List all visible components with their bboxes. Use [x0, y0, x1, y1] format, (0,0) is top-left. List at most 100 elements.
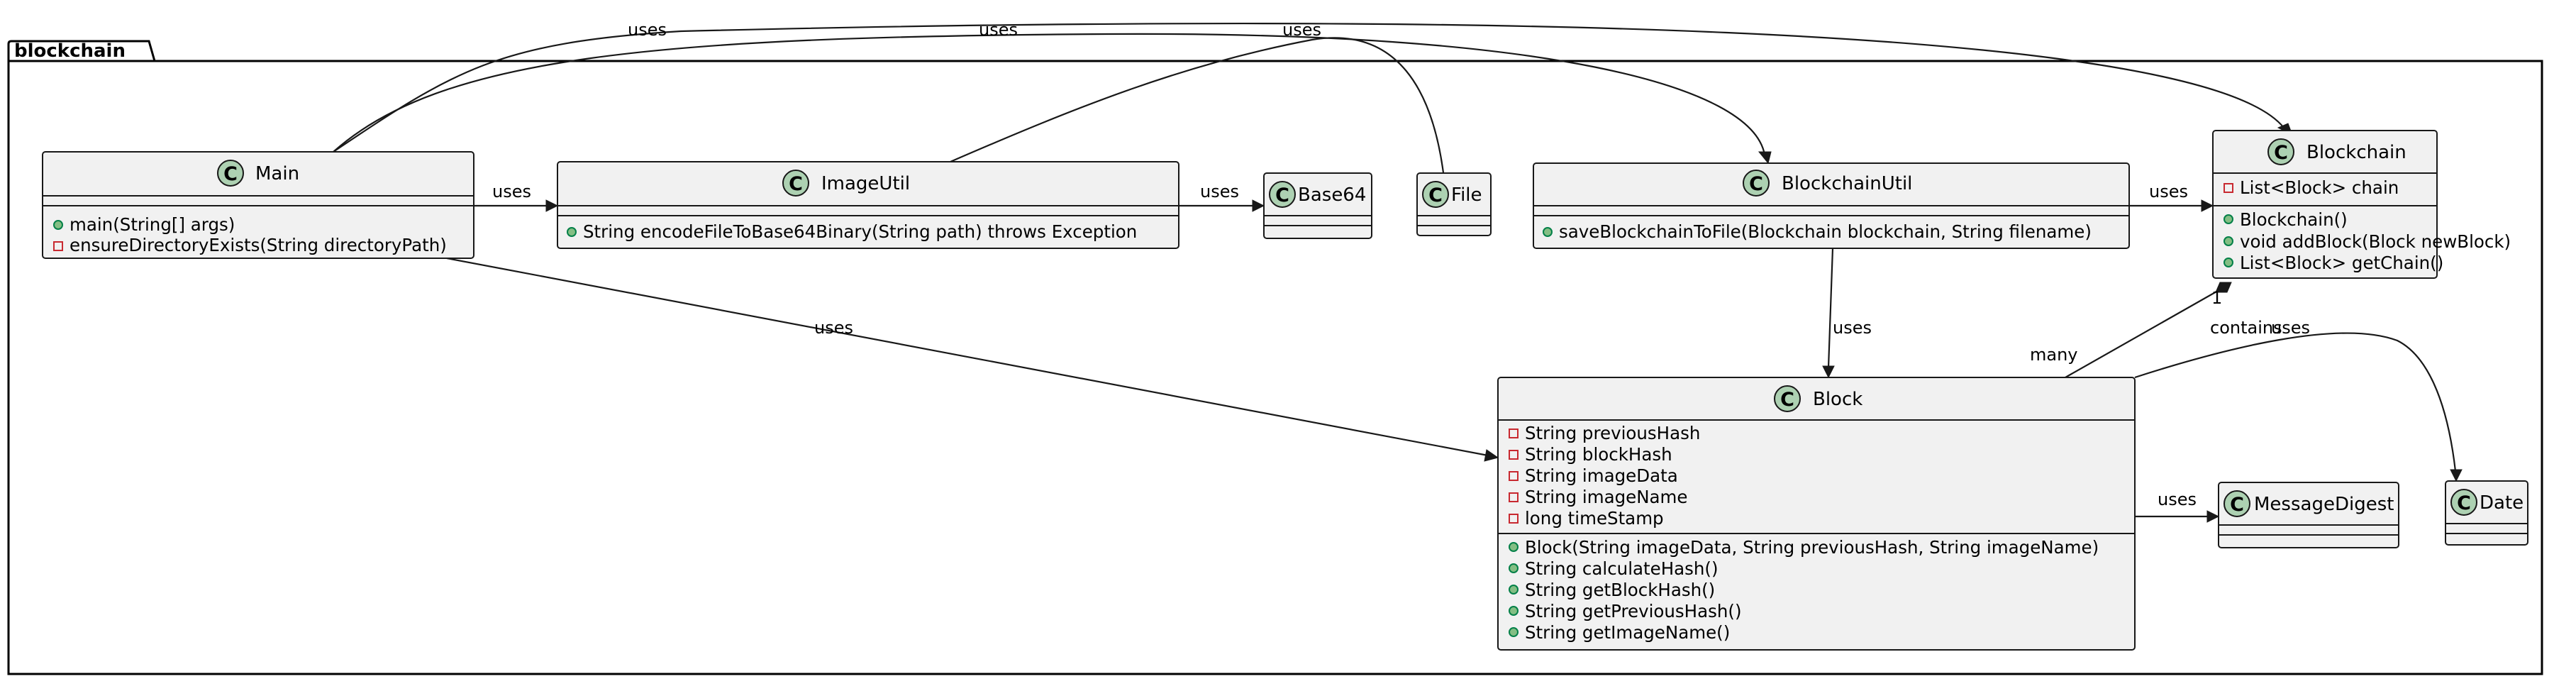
class-member: String getImageName() [1525, 622, 1730, 643]
class-stereotype-letter: C [1780, 389, 1794, 411]
class-member: String getPreviousHash() [1525, 601, 1742, 621]
edge-imageutil-file: uses [950, 20, 1453, 221]
class-member: saveBlockchainToFile(Blockchain blockcha… [1559, 221, 2092, 242]
edge-main-block: uses [446, 257, 1499, 462]
class-member: Blockchain() [2240, 209, 2348, 230]
edge-imageutil-base64: uses [1179, 182, 1265, 212]
class-block[interactable]: C Block String previousHash String block… [1497, 377, 2136, 651]
class-member: void addBlock(Block newBlock) [2240, 231, 2511, 252]
class-name-base64: Base64 [1298, 184, 1366, 206]
private-visibility-icon [53, 241, 63, 251]
class-member: String previousHash [1525, 423, 1700, 443]
public-visibility-icon [1509, 542, 1519, 552]
class-stereotype-letter: C [1275, 184, 1289, 206]
edge-label-block-blockchain: contains [2210, 318, 2282, 338]
class-stereotype-letter: C [2457, 492, 2471, 514]
edge-blockchainutil-block: uses [1822, 248, 1872, 379]
class-stereotype-letter: C [1749, 173, 1763, 195]
edge-main-blockchain: uses [333, 20, 2293, 153]
edge-blockchainutil-blockchain: uses [2129, 182, 2214, 212]
class-name-file: File [1451, 184, 1482, 206]
class-name-messagedigest: MessageDigest [2254, 494, 2394, 515]
class-stereotype-letter: C [1428, 184, 1443, 206]
class-blockchain[interactable]: C Blockchain List<Block> chain Blockchai… [2212, 130, 2511, 279]
private-visibility-icon [1509, 471, 1519, 481]
class-stereotype-icon [217, 160, 244, 187]
relations: uses uses uses uses uses [333, 20, 2463, 523]
class-member: Block(String imageData, String previousH… [1525, 537, 2099, 558]
public-visibility-icon [2224, 236, 2233, 246]
class-stereotype-icon [1269, 181, 1296, 208]
private-visibility-icon [1509, 450, 1519, 460]
edge-block-messagedigest: uses [2135, 490, 2220, 523]
class-name-blockchain: Blockchain [2306, 142, 2406, 163]
public-visibility-icon [1509, 585, 1519, 595]
class-messagedigest[interactable]: C MessageDigest [2218, 482, 2399, 548]
class-stereotype-letter: C [2230, 494, 2244, 516]
public-visibility-icon [2224, 214, 2233, 224]
public-visibility-icon [1509, 563, 1519, 573]
edge-main-blockchainutil: uses [333, 20, 1772, 165]
class-blockchainutil[interactable]: C BlockchainUtil saveBlockchainToFile(Bl… [1533, 162, 2130, 249]
class-stereotype-icon [2224, 490, 2250, 517]
class-name-main: Main [255, 163, 299, 184]
private-visibility-icon [1509, 492, 1519, 502]
edge-mult-from-block: many [2030, 345, 2078, 365]
private-visibility-icon [2224, 183, 2233, 193]
class-stereotype-letter: C [789, 173, 803, 195]
class-member: long timeStamp [1525, 508, 1664, 529]
edge-main-imageutil: uses [474, 182, 559, 212]
edge-label-blockchainutil-block: uses [1833, 318, 1872, 338]
edge-label-blockchainutil-blockchain: uses [2149, 182, 2188, 201]
class-stereotype-icon [1774, 385, 1801, 412]
class-name-blockchainutil: BlockchainUtil [1782, 173, 1912, 194]
edge-label-imageutil-file: uses [1282, 20, 1321, 40]
class-name-block: Block [1813, 389, 1862, 410]
class-member: String encodeFileToBase64Binary(String p… [583, 221, 1137, 242]
class-member: String blockHash [1525, 444, 1672, 465]
class-member: List<Block> getChain() [2240, 253, 2443, 273]
class-file[interactable]: C File [1416, 172, 1492, 236]
class-member: String calculateHash() [1525, 558, 1719, 579]
public-visibility-icon [1509, 606, 1519, 616]
edge-block-blockchain: contains many 1 [2030, 282, 2282, 378]
class-member: List<Block> chain [2240, 177, 2399, 198]
edge-label-main-imageutil: uses [492, 182, 531, 201]
private-visibility-icon [1509, 429, 1519, 438]
class-name-date: Date [2480, 492, 2524, 514]
public-visibility-icon [1543, 227, 1553, 237]
class-stereotype-icon [2267, 138, 2294, 165]
class-stereotype-icon [2450, 489, 2477, 516]
edge-label-block-date: uses [2271, 318, 2310, 338]
class-stereotype-letter: C [2274, 142, 2288, 164]
class-name-imageutil: ImageUtil [821, 173, 910, 194]
class-member: ensureDirectoryExists(String directoryPa… [70, 235, 447, 255]
class-member: String imageData [1525, 465, 1678, 486]
class-date[interactable]: C Date [2445, 480, 2528, 546]
private-visibility-icon [1509, 514, 1519, 524]
class-stereotype-icon [1743, 170, 1770, 197]
class-stereotype-letter: C [223, 163, 238, 185]
public-visibility-icon [1509, 627, 1519, 637]
class-imageutil[interactable]: C ImageUtil String encodeFileToBase64Bin… [557, 161, 1179, 249]
edge-label-main-blockchainutil: uses [979, 20, 1018, 40]
class-member: String imageName [1525, 487, 1688, 507]
edge-label-main-block: uses [814, 318, 853, 338]
class-main[interactable]: C Main main(String[] args) ensureDirecto… [42, 151, 474, 259]
class-stereotype-icon [1422, 181, 1449, 208]
package-title: blockchain [14, 40, 126, 62]
package-blockchain: blockchain [7, 40, 2543, 675]
edge-mult-to-blockchain: 1 [2211, 288, 2222, 308]
class-member: String getBlockHash() [1525, 580, 1715, 600]
class-member: main(String[] args) [70, 214, 235, 235]
edge-label-block-messagedigest: uses [2158, 490, 2197, 509]
edge-label-main-blockchain: uses [628, 20, 667, 40]
public-visibility-icon [2224, 258, 2233, 267]
edge-block-date: uses [2134, 318, 2463, 482]
edge-label-imageutil-base64: uses [1200, 182, 1239, 201]
public-visibility-icon [53, 220, 63, 230]
public-visibility-icon [567, 227, 577, 237]
class-stereotype-icon [782, 170, 809, 197]
class-base64[interactable]: C Base64 [1263, 172, 1372, 239]
